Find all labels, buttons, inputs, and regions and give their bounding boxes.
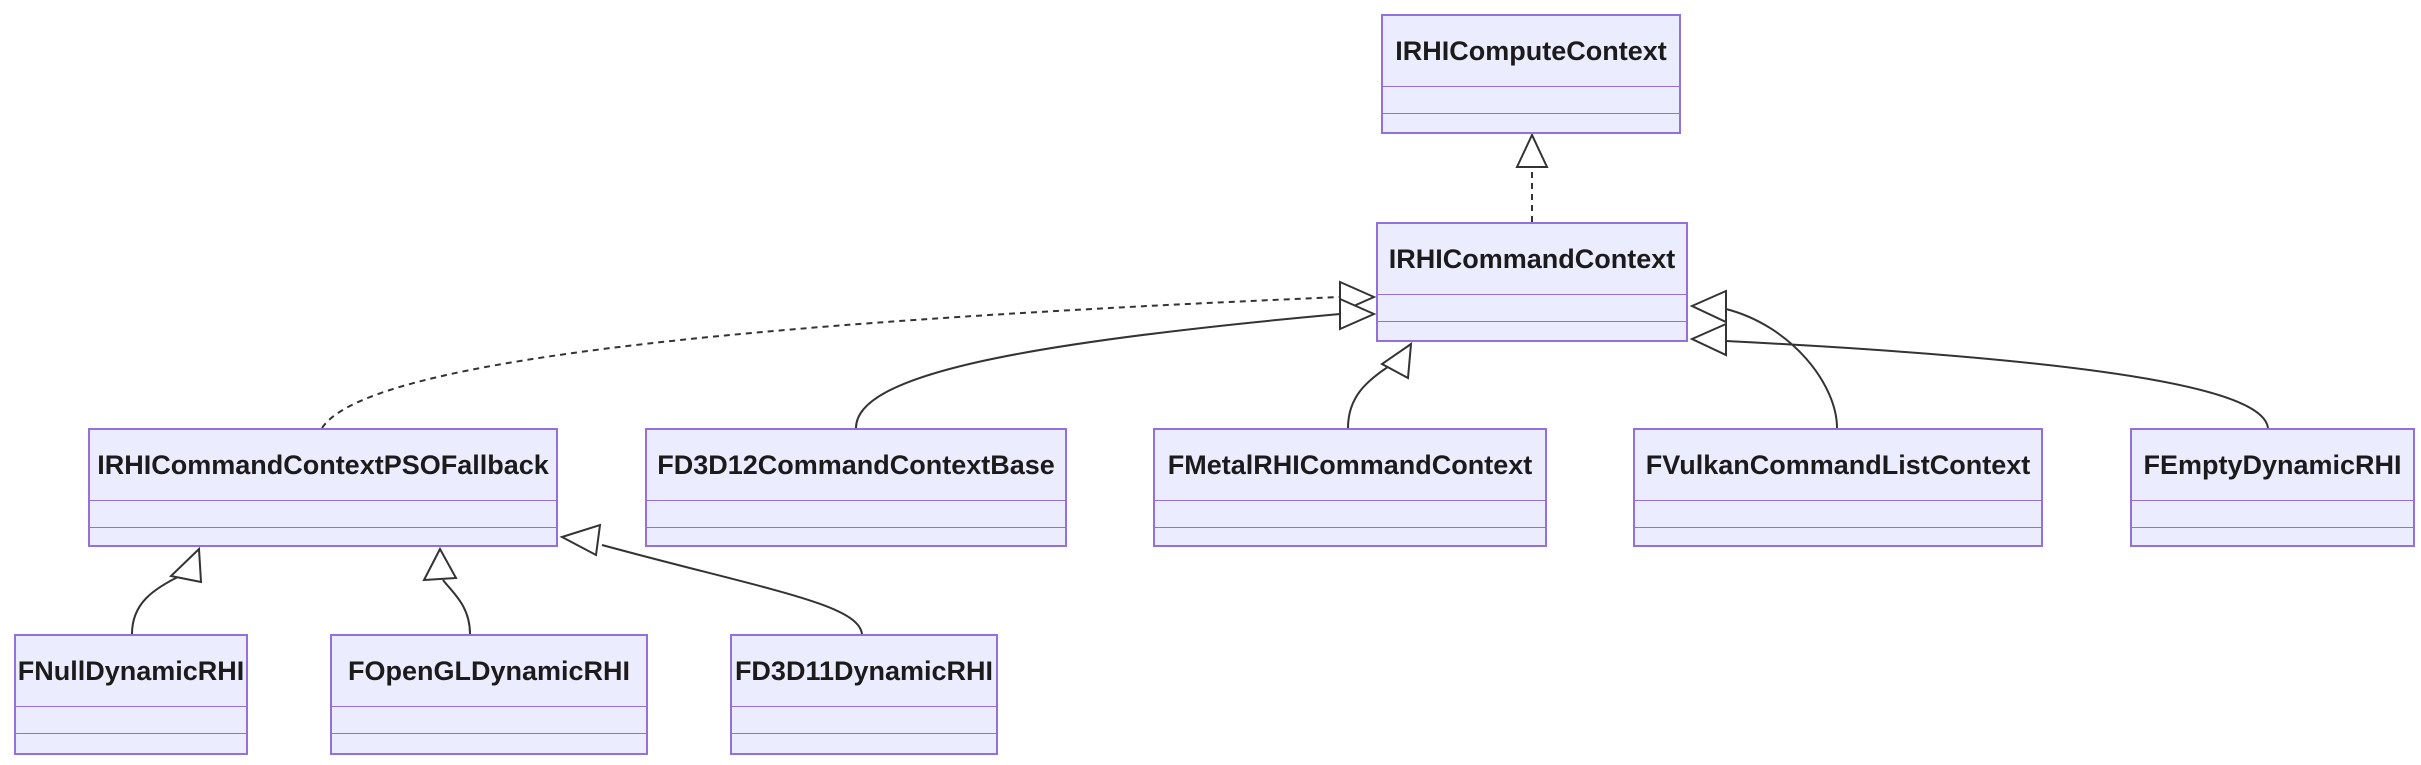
- edge-FD3D11DynamicRHI-to-IRHICommandContextPSOFallback: [559, 523, 863, 635]
- class-box-fd3d11dynamicrhi: FD3D11DynamicRHI: [730, 634, 998, 755]
- inheritance-line: [442, 579, 471, 635]
- inheritance-line: [601, 544, 863, 635]
- class-attributes-section: [647, 500, 1065, 527]
- class-attributes-section: [1383, 86, 1679, 113]
- class-methods-section: [1378, 321, 1686, 340]
- class-attributes-section: [90, 500, 556, 527]
- class-methods-section: [1635, 527, 2041, 545]
- class-methods-section: [2132, 527, 2413, 545]
- edge-FNullDynamicRHI-to-IRHICommandContextPSOFallback: [131, 546, 203, 635]
- class-title: FD3D12CommandContextBase: [657, 449, 1055, 480]
- inheritance-line: [1725, 340, 2269, 429]
- class-title: FD3D11DynamicRHI: [734, 655, 994, 686]
- class-title: FVulkanCommandListContext: [1645, 449, 2031, 480]
- inheritance-arrowhead-icon: [168, 546, 203, 584]
- class-title: IRHICommandContext: [1388, 243, 1676, 274]
- inheritance-arrowhead-icon: [1689, 289, 1727, 324]
- inheritance-line: [1725, 308, 1838, 429]
- class-title: IRHICommandContextPSOFallback: [97, 449, 549, 480]
- inheritance-arrowhead-icon: [1339, 297, 1377, 331]
- class-attributes-section: [1635, 500, 2041, 527]
- inheritance-arrowhead-icon: [1689, 322, 1727, 357]
- edge-FVulkanCommandListContext-to-IRHICommandContext: [1689, 289, 1838, 429]
- realization-line: [321, 296, 1341, 429]
- class-methods-section: [90, 527, 556, 545]
- edge-IRHICommandContextPSOFallback-to-IRHICommandContext: [321, 280, 1377, 429]
- class-attributes-section: [2132, 500, 2413, 527]
- class-box-irhicommandcontext: IRHICommandContext: [1376, 222, 1688, 342]
- class-attributes-section: [332, 706, 646, 733]
- class-methods-section: [647, 527, 1065, 545]
- edge-FOpenGLDynamicRHI-to-IRHICommandContextPSOFallback: [422, 546, 471, 635]
- class-box-fvulkancommandlistcontext: FVulkanCommandListContext: [1633, 428, 2043, 547]
- class-attributes-section: [1378, 294, 1686, 321]
- class-box-irhicommandcontextpsofallback: IRHICommandContextPSOFallback: [88, 428, 558, 547]
- inheritance-line: [1347, 362, 1395, 429]
- class-box-fnulldynamicrhi: FNullDynamicRHI: [14, 634, 248, 755]
- class-title: FMetalRHICommandContext: [1167, 449, 1533, 480]
- class-title: FOpenGLDynamicRHI: [347, 655, 631, 686]
- edge-FMetalRHICommandContext-to-IRHICommandContext: [1347, 341, 1413, 429]
- class-attributes-section: [732, 706, 996, 733]
- inheritance-arrowhead-icon: [1380, 341, 1413, 380]
- edge-FD3D12CommandContextBase-to-IRHICommandContext: [855, 297, 1377, 429]
- class-box-femptydynamicrhi: FEmptyDynamicRHI: [2130, 428, 2415, 547]
- class-box-fopengldynamicrhi: FOpenGLDynamicRHI: [330, 634, 648, 755]
- inheritance-arrowhead-icon: [559, 523, 602, 557]
- class-methods-section: [332, 733, 646, 753]
- class-attributes-section: [16, 706, 246, 733]
- inheritance-line: [855, 313, 1341, 429]
- inheritance-line: [131, 573, 185, 635]
- class-methods-section: [732, 733, 996, 753]
- class-title: FNullDynamicRHI: [17, 655, 245, 686]
- class-attributes-section: [1155, 500, 1545, 527]
- inheritance-arrowhead-icon: [422, 546, 458, 582]
- class-title: IRHIComputeContext: [1395, 35, 1667, 66]
- class-box-irhicomputecontext: IRHIComputeContext: [1381, 14, 1681, 134]
- class-box-fd3d12commandcontextbase: FD3D12CommandContextBase: [645, 428, 1067, 547]
- class-box-fmetalrhicommandcontext: FMetalRHICommandContext: [1153, 428, 1547, 547]
- class-methods-section: [1155, 527, 1545, 545]
- class-title: FEmptyDynamicRHI: [2143, 449, 2402, 480]
- class-methods-section: [16, 733, 246, 753]
- edge-FEmptyDynamicRHI-to-IRHICommandContext: [1689, 322, 2269, 429]
- realization-arrowhead-icon: [1515, 132, 1549, 168]
- edge-IRHICommandContext-to-IRHIComputeContext: [1515, 132, 1549, 222]
- class-methods-section: [1383, 113, 1679, 132]
